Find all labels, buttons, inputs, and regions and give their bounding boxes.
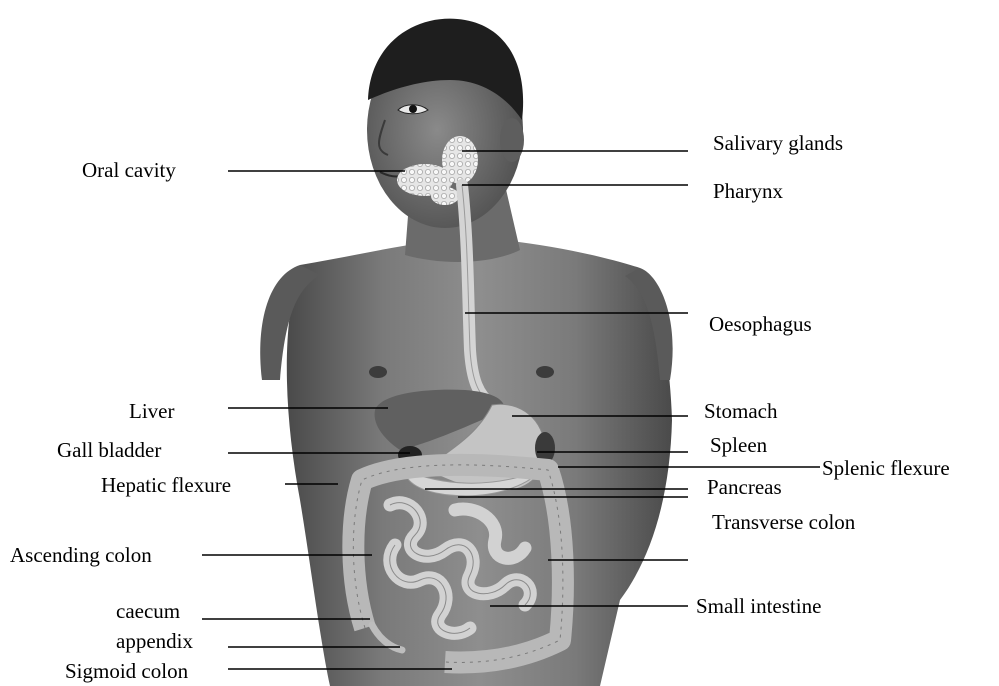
label-caecum: caecum bbox=[116, 601, 180, 622]
label-sigmoid-colon: Sigmoid colon bbox=[65, 661, 188, 682]
label-hepatic-flexure: Hepatic flexure bbox=[101, 475, 231, 496]
label-pharynx: Pharynx bbox=[713, 181, 783, 202]
label-small-intestine: Small intestine bbox=[696, 596, 821, 617]
label-stomach: Stomach bbox=[704, 401, 778, 422]
label-oral-cavity: Oral cavity bbox=[82, 160, 176, 181]
label-salivary-glands: Salivary glands bbox=[713, 133, 843, 154]
label-gall-bladder: Gall bladder bbox=[57, 440, 161, 461]
label-transverse-colon: Transverse colon bbox=[712, 512, 855, 533]
label-appendix: appendix bbox=[116, 631, 193, 652]
label-oesophagus: Oesophagus bbox=[709, 314, 812, 335]
label-spleen: Spleen bbox=[710, 435, 767, 456]
label-liver: Liver bbox=[129, 401, 174, 422]
ear-shape bbox=[500, 118, 524, 162]
label-splenic-flexure: Splenic flexure bbox=[822, 458, 950, 479]
label-ascending-colon: Ascending colon bbox=[10, 545, 152, 566]
label-pancreas: Pancreas bbox=[707, 477, 782, 498]
